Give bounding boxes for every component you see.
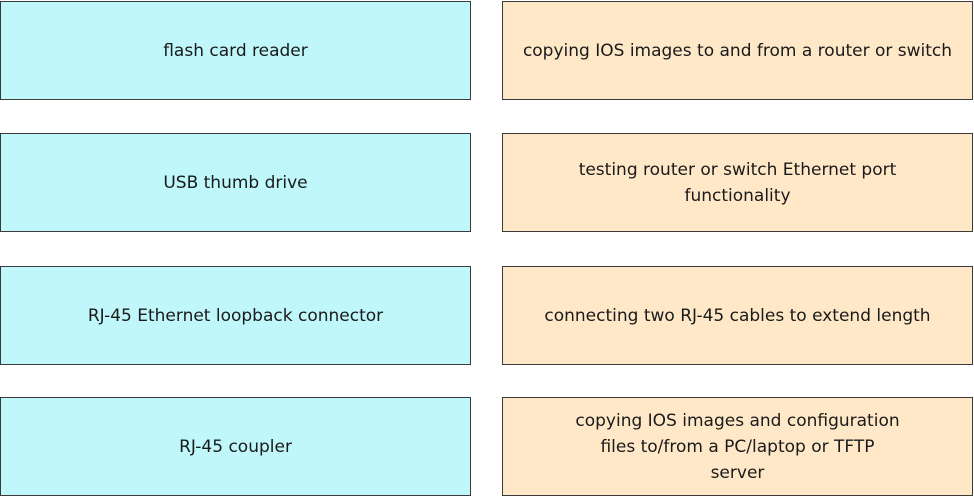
use-label: copying IOS images to and from a router … <box>522 40 953 61</box>
device-box-flash-card-reader[interactable]: flash card reader <box>0 1 471 100</box>
use-box-extend-cable-length[interactable]: connecting two RJ-45 cables to extend le… <box>502 266 973 365</box>
use-box-copy-ios-router-switch[interactable]: copying IOS images to and from a router … <box>502 1 973 100</box>
use-label: testing router or switch Ethernet port f… <box>578 159 897 206</box>
use-box-test-ethernet-port[interactable]: testing router or switch Ethernet port f… <box>502 133 973 232</box>
use-label: connecting two RJ-45 cables to extend le… <box>544 305 931 326</box>
device-box-usb-thumb-drive[interactable]: USB thumb drive <box>0 133 471 232</box>
device-label: USB thumb drive <box>163 172 308 193</box>
use-label: copying IOS images and configuration fil… <box>575 410 900 483</box>
device-label: flash card reader <box>163 40 308 61</box>
device-label: RJ-45 coupler <box>179 436 292 457</box>
device-label: RJ-45 Ethernet loopback connector <box>87 305 384 326</box>
device-box-rj45-loopback-connector[interactable]: RJ-45 Ethernet loopback connector <box>0 266 471 365</box>
device-box-rj45-coupler[interactable]: RJ-45 coupler <box>0 397 471 496</box>
use-box-copy-ios-pc-tftp[interactable]: copying IOS images and configuration fil… <box>502 397 973 496</box>
